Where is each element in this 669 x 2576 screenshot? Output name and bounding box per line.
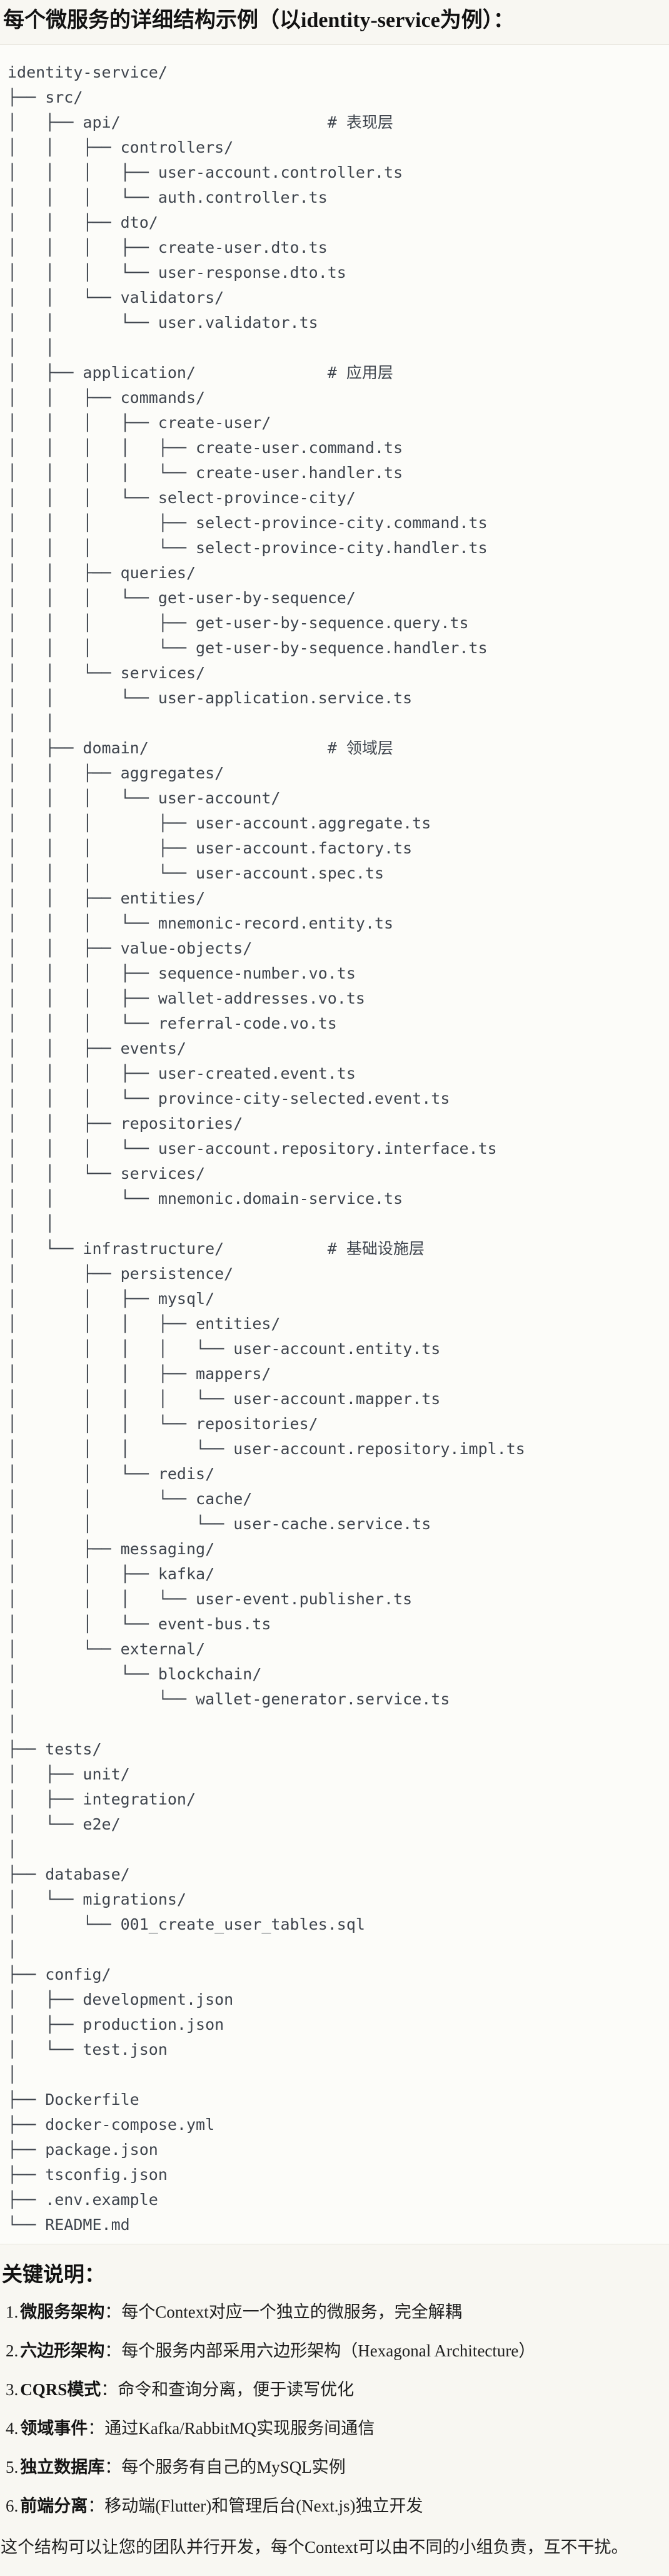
list-item: 3.CQRS模式：命令和查询分离，便于读写优化 (6, 2377, 669, 2402)
list-item-number: 5. (6, 2458, 19, 2477)
footer-paragraph: 这个结构可以让您的团队并行开发，每个Context可以由不同的小组负责，互不干扰… (1, 2538, 628, 2557)
list-item-number: 6. (6, 2497, 19, 2515)
list-item: 4.领域事件：通过Kafka/RabbitMQ实现服务间通信 (6, 2416, 669, 2441)
list-item-desc: ：通过Kafka/RabbitMQ实现服务间通信 (88, 2419, 375, 2438)
list-item-term: 领域事件 (20, 2419, 88, 2438)
list-item-desc: ：每个服务有自己的MySQL实例 (104, 2458, 346, 2477)
notes-heading: 关键说明： (2, 2264, 105, 2286)
list-item-desc: ：移动端(Flutter)和管理后台(Next.js)独立开发 (88, 2497, 423, 2515)
list-item-term: CQRS模式 (20, 2380, 101, 2399)
list-item-term: 前端分离 (20, 2497, 88, 2515)
list-item-desc: ：命令和查询分离，便于读写优化 (101, 2380, 355, 2399)
list-item-term: 独立数据库 (20, 2458, 105, 2477)
list-item: 2.六边形架构：每个服务内部采用六边形架构（Hexagonal Architec… (6, 2338, 669, 2363)
list-item: 1.微服务架构：每个Context对应一个独立的微服务，完全解耦 (6, 2299, 669, 2324)
list-item-desc: ：每个服务内部采用六边形架构（Hexagonal Architecture） (104, 2341, 536, 2360)
list-item-number: 1. (6, 2303, 19, 2321)
list-item-term: 微服务架构 (20, 2303, 105, 2321)
list-item-term: 六边形架构 (20, 2341, 105, 2360)
list-item-number: 3. (6, 2380, 19, 2399)
file-tree-code-block: identity-service/ ├── src/ │ ├── api/ # … (0, 44, 669, 2244)
list-item: 5.独立数据库：每个服务有自己的MySQL实例 (6, 2455, 669, 2480)
list-item-number: 2. (6, 2341, 19, 2360)
page-title: 每个微服务的详细结构示例（以identity-service为例）： (3, 9, 515, 32)
list-item: 6.前端分离：移动端(Flutter)和管理后台(Next.js)独立开发 (6, 2493, 669, 2518)
list-item-number: 4. (6, 2419, 19, 2438)
list-item-desc: ：每个Context对应一个独立的微服务，完全解耦 (104, 2303, 462, 2321)
